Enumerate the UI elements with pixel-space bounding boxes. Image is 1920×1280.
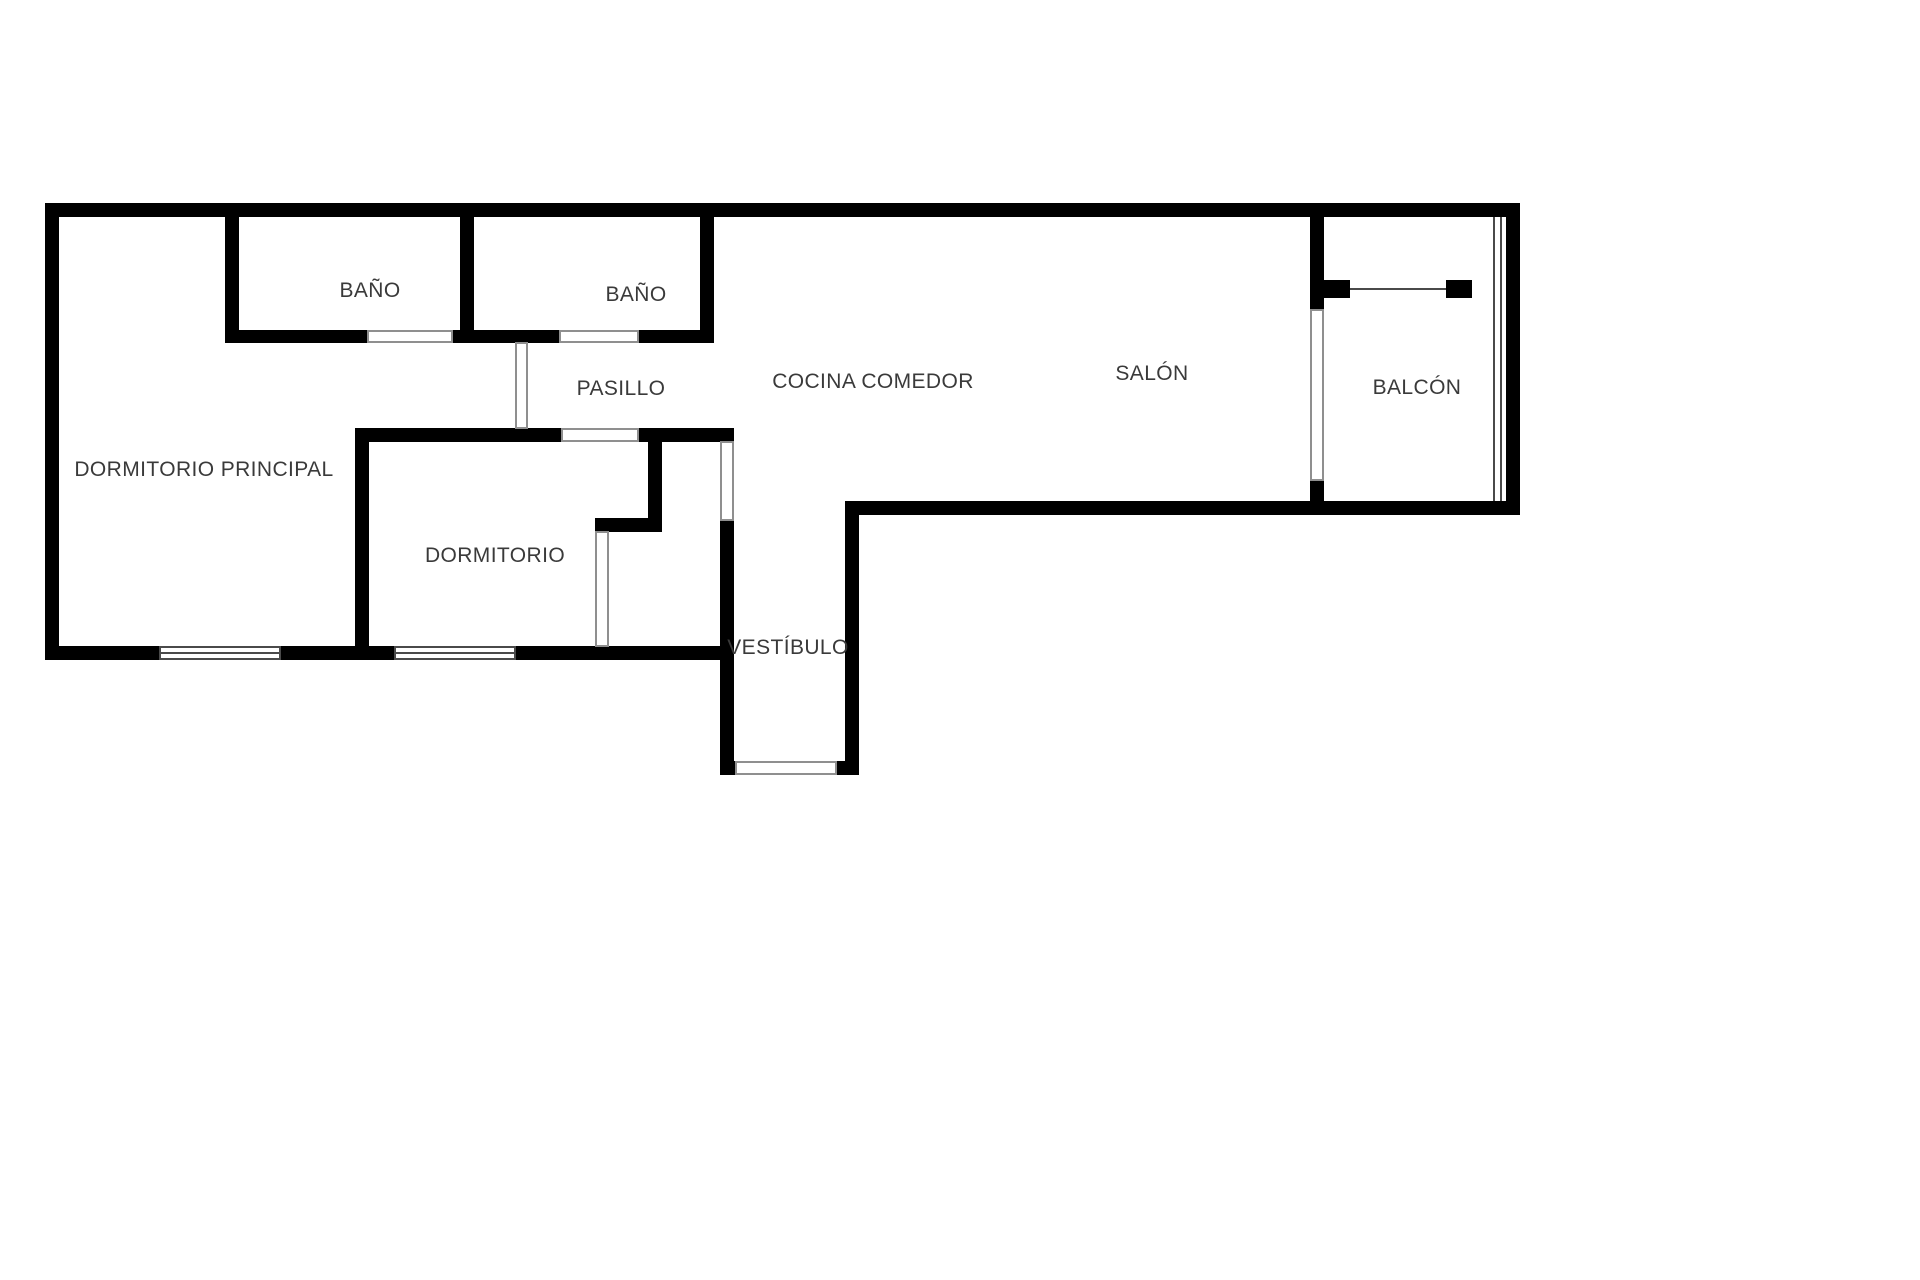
door-bathroom2 (559, 330, 639, 343)
wall-outer-bottom-right (845, 501, 1520, 515)
wall-bedroom-right (648, 428, 662, 532)
room-label-bano2: BAÑO (605, 283, 667, 306)
door-bathroom1 (367, 330, 453, 343)
window-master-bedroom-left (159, 646, 281, 660)
wall-outer-top (45, 203, 1520, 217)
door-master-bedroom (515, 342, 528, 429)
wall-bathroom1-left (225, 217, 239, 337)
wall-balcony-stub-right (1446, 280, 1472, 298)
room-label-dormitorio-principal: DORMITORIO PRINCIPAL (74, 458, 334, 481)
room-label-salon: SALÓN (1115, 362, 1189, 385)
door-closet (595, 531, 609, 647)
door-vestibule (720, 441, 734, 521)
wall-bathroom2-right (700, 217, 714, 343)
door-entry (735, 761, 837, 775)
wall-outer-left (45, 203, 59, 660)
wall-vestibule-right (845, 501, 859, 775)
room-label-dormitorio: DORMITORIO (424, 544, 566, 567)
room-label-balcon: BALCÓN (1372, 376, 1462, 399)
window-master-bedroom-right (394, 646, 516, 660)
wall-outer-right (1506, 203, 1520, 515)
room-label-pasillo: PASILLO (576, 377, 666, 400)
door-balcony (1310, 309, 1324, 481)
door-bedroom (561, 428, 639, 442)
room-label-bano1: BAÑO (339, 279, 401, 302)
wall-bedroom-left (355, 428, 369, 660)
room-label-cocina-comedor: COCINA COMEDOR (772, 370, 974, 393)
wall-bathrooms-shared (460, 217, 474, 343)
wall-bedroom-top (355, 428, 730, 442)
wall-vestibule-left-lower (720, 646, 734, 775)
wall-balcony-stub-left (1324, 280, 1350, 298)
wall-outer-bottom-left (45, 646, 734, 660)
room-label-vestibulo: VESTÍBULO (727, 636, 849, 659)
wall-closet-top (595, 518, 662, 532)
